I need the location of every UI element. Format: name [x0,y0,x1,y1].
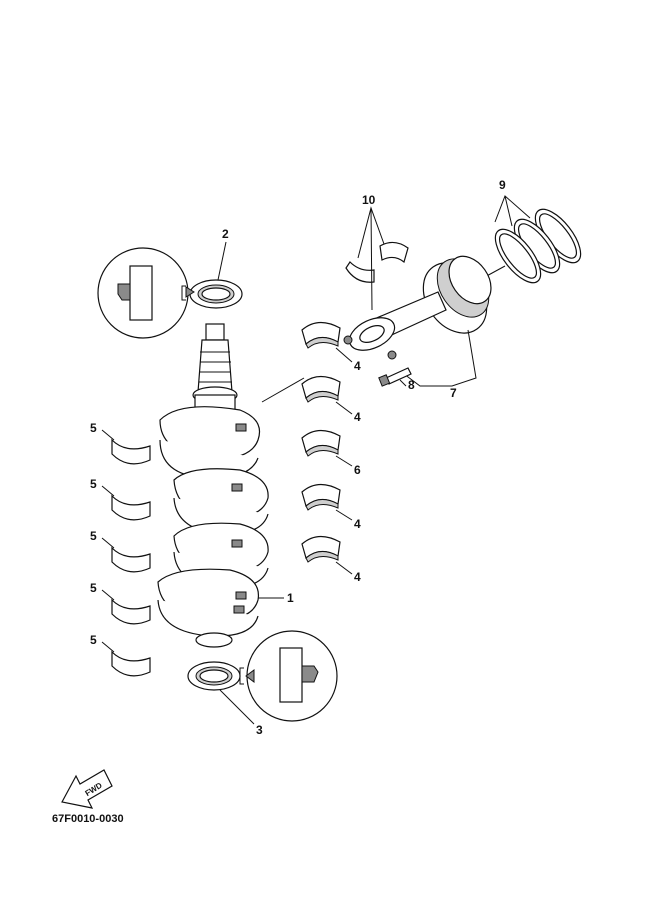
label-6: 6 [354,463,361,477]
drawing-code: 67F0010-0030 [52,813,124,825]
leader-8 [399,379,407,387]
leader-5e [101,641,115,653]
main-bearing-3 [111,546,151,573]
label-5c: 5 [90,529,97,543]
label-7: 7 [450,386,457,400]
main-bearing-2 [111,494,151,521]
main-bearing-1 [111,438,151,465]
piston-connecting-rod [343,255,492,360]
con-rod-bearing-1 [301,321,341,349]
oil-seal-bottom [187,661,241,691]
leader-5d [101,589,115,601]
leader-9 [494,195,531,227]
fwd-arrow-icon: FWD [61,769,113,809]
label-9: 9 [499,178,506,192]
label-4d: 4 [354,570,361,584]
label-5d: 5 [90,581,97,595]
label-10: 10 [362,193,376,207]
leader-5c [101,537,115,549]
thrust-bearing [301,429,341,457]
label-3: 3 [256,723,263,737]
leader-5b [101,485,115,497]
con-rod-bolt [378,367,412,387]
oil-seal-top [189,279,243,309]
label-5b: 5 [90,477,97,491]
piston-ring-set [494,208,582,284]
label-2: 2 [222,227,229,241]
label-8: 8 [408,378,415,392]
seal-orientation-detail-top [97,247,195,339]
leader-4a [335,347,353,363]
leader-2 [217,241,227,281]
label-5e: 5 [90,633,97,647]
label-5a: 5 [90,421,97,435]
con-rod-bearing-set [345,241,409,283]
label-1: 1 [287,591,294,605]
leader-5a [101,429,115,441]
con-rod-bearing-3 [301,483,341,511]
leader-4d [335,561,353,575]
main-bearing-4 [111,598,151,625]
leader-6 [335,455,353,467]
con-rod-bearing-2 [301,375,341,403]
leader-7 [403,329,477,387]
label-4a: 4 [354,359,361,373]
con-rod-bearing-4 [301,535,341,563]
leader-10 [357,206,385,311]
main-bearing-5 [111,650,151,677]
crankshaft [157,323,269,648]
crank-pin-center-line [261,377,305,403]
leader-3 [219,689,255,725]
leader-4c [335,509,353,521]
label-4b: 4 [354,410,361,424]
seal-orientation-detail-bottom [239,630,338,722]
leader-4b [335,401,353,415]
label-4c: 4 [354,517,361,531]
